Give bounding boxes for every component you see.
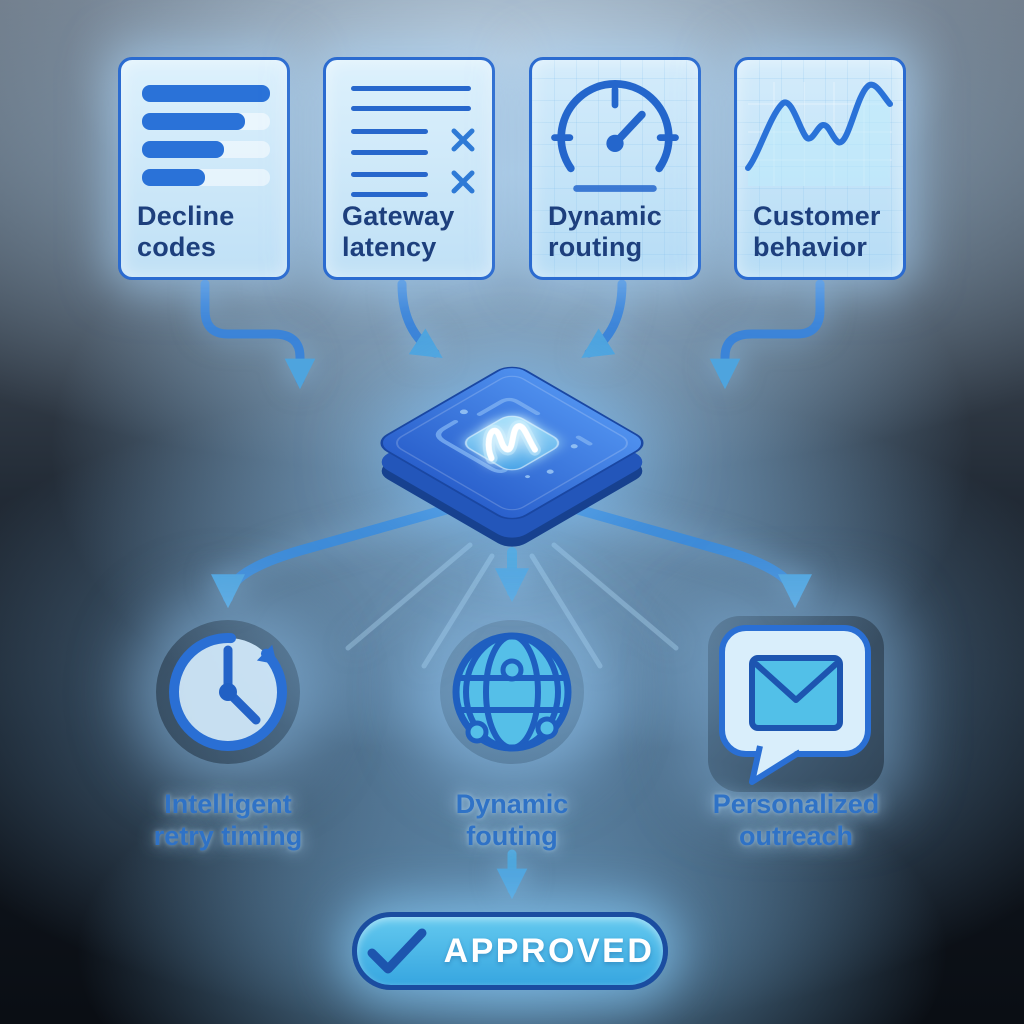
- arrow-behavior-to-chip: [709, 279, 825, 390]
- decline-codes-bars-icon: [142, 85, 270, 197]
- chip-light-rays: [345, 542, 679, 669]
- circuit-traces: [435, 397, 593, 473]
- arrow-decline-to-chip: [200, 279, 316, 390]
- bar-row: [142, 141, 270, 158]
- input-card-label: Customer behavior: [753, 201, 881, 262]
- output-label-retry-timing: Intelligent retry timing: [153, 789, 303, 852]
- network-nodes: [465, 658, 559, 744]
- input-card-label: Decline codes: [137, 201, 235, 262]
- wave-m-glyph: [482, 420, 541, 465]
- message-envelope-icon: [719, 625, 871, 785]
- processor-chip: [352, 330, 672, 580]
- output-label-dynamic-routing: Dynamic fouting: [455, 789, 569, 852]
- output-label-personalized-outreach: Personalized outreach: [712, 789, 880, 852]
- bar-row: [142, 85, 270, 102]
- error-x-icon: [451, 170, 475, 194]
- input-card-label: Dynamic routing: [548, 201, 662, 262]
- envelope-icon: [749, 655, 843, 731]
- input-card-decline-codes: Decline codes: [118, 57, 290, 280]
- retry-clock-icon: [169, 633, 287, 751]
- approved-badge: APPROVED: [352, 912, 668, 990]
- approved-label: APPROVED: [443, 931, 655, 970]
- arrow-gateway-to-chip: [397, 279, 443, 359]
- dynamic-routing-node: [440, 620, 584, 764]
- bar-row: [142, 113, 270, 130]
- arrow-chip-to-outreach: [557, 500, 812, 609]
- checkmark-icon: [367, 928, 427, 974]
- chip-icon: [380, 366, 644, 547]
- arrow-routing-to-chip: [581, 279, 627, 359]
- bar-row: [142, 169, 270, 186]
- behavior-trend-icon: [745, 81, 893, 186]
- arrow-chip-to-retry: [211, 500, 467, 609]
- input-card-dynamic-routing: Dynamic routing: [529, 57, 701, 280]
- input-card-gateway-latency: Gateway latency: [323, 57, 495, 280]
- gauge-icon: [551, 80, 679, 192]
- input-card-label: Gateway latency: [342, 201, 455, 262]
- personalized-outreach-node: [708, 616, 884, 792]
- latency-report-icon: [351, 86, 481, 201]
- input-card-customer-behavior: Customer behavior: [734, 57, 906, 280]
- retry-timing-node: [156, 620, 300, 764]
- error-x-icon: [451, 128, 475, 152]
- globe-network-icon: [452, 632, 572, 752]
